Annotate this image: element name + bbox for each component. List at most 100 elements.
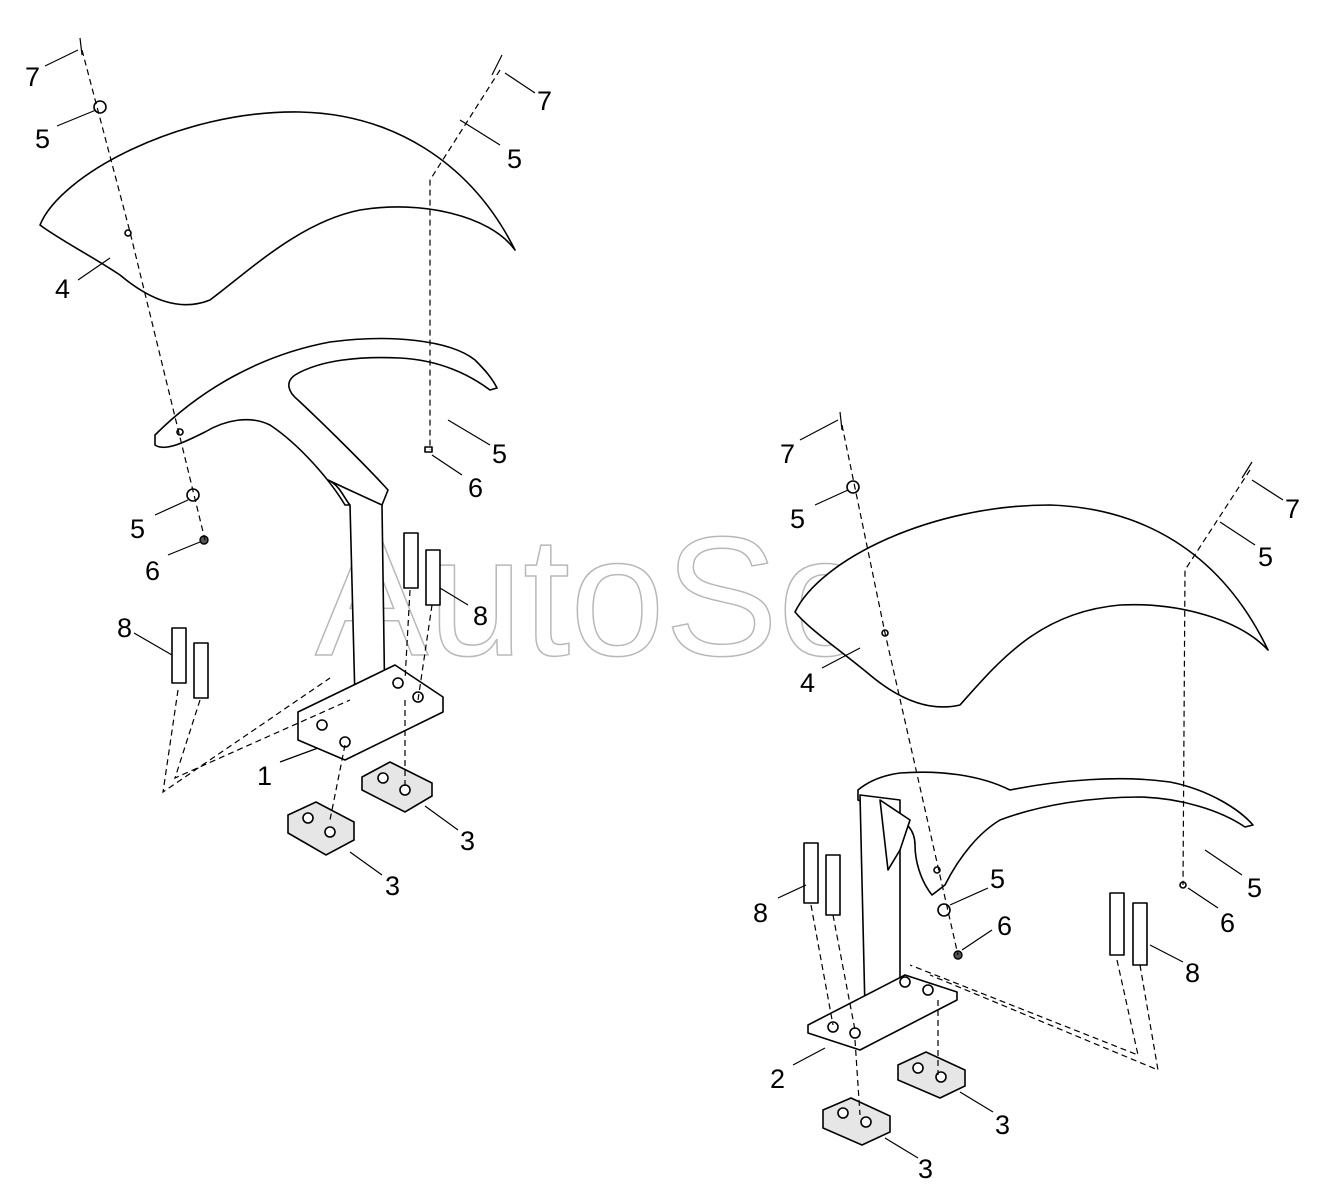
right-screw-7a xyxy=(839,411,843,431)
right-leader-5a xyxy=(814,489,849,506)
callout-right-5c: 5 xyxy=(1247,873,1262,903)
left-leader-5c xyxy=(447,419,491,446)
right-fender-panel xyxy=(794,504,1269,708)
left-base-hole-3 xyxy=(392,677,404,689)
left-support-post xyxy=(327,479,386,716)
callout-right-5d: 5 xyxy=(990,864,1005,894)
right-spacer-hole-4 xyxy=(860,1116,872,1128)
right-base-hole-3 xyxy=(899,976,911,988)
callout-left-5a: 5 xyxy=(35,124,50,154)
left-bracket-arm xyxy=(154,337,498,506)
right-assembly-line-4 xyxy=(909,959,1159,1071)
right-assembly-line-3 xyxy=(810,904,856,1031)
left-leader-3b xyxy=(349,851,383,876)
right-assembly-line-1 xyxy=(841,424,959,956)
left-leader-5b xyxy=(459,119,501,146)
callout-right-7b: 7 xyxy=(1285,494,1300,524)
right-base-hole-4 xyxy=(922,984,934,996)
right-leader-3a xyxy=(959,1091,994,1113)
left-leader-8a xyxy=(133,632,173,656)
left-spacer-hole-3 xyxy=(302,812,314,824)
left-leader-5d xyxy=(154,499,189,516)
left-assembly: 7 5 7 5 4 5 6 5 6 8 8 1 3 3 xyxy=(25,37,552,901)
right-base-plate xyxy=(807,974,958,1051)
callout-right-6b: 6 xyxy=(1220,908,1235,938)
left-leader-3a xyxy=(424,805,459,831)
callout-left-3b: 3 xyxy=(385,871,400,901)
right-bolt-b xyxy=(825,854,841,916)
right-leader-8a xyxy=(777,884,807,899)
right-leader-6b xyxy=(1187,887,1219,909)
callout-right-3a: 3 xyxy=(995,1110,1010,1140)
callout-left-5d: 5 xyxy=(130,514,145,544)
right-leader-6a xyxy=(961,929,993,951)
callout-right-5a: 5 xyxy=(790,504,805,534)
right-washer-5a xyxy=(846,480,860,494)
left-bolt-b xyxy=(425,549,441,606)
left-assembly-line-3 xyxy=(404,589,433,701)
left-assembly-line-5 xyxy=(329,700,406,821)
right-bolt-a xyxy=(803,842,819,904)
right-base-hole-1 xyxy=(827,1021,839,1033)
callout-right-6a: 6 xyxy=(997,911,1012,941)
right-spacer-block-lower xyxy=(822,1097,891,1146)
left-leader-6a xyxy=(167,541,201,556)
right-leader-4 xyxy=(821,647,861,669)
left-spacer-hole-4 xyxy=(324,826,336,838)
left-spacer-block-lower xyxy=(287,801,355,856)
callout-right-5b: 5 xyxy=(1258,542,1273,572)
left-base-plate xyxy=(297,664,444,761)
right-spacer-hole-1 xyxy=(912,1062,924,1074)
callout-right-4: 4 xyxy=(800,668,815,698)
callout-right-7a: 7 xyxy=(780,439,795,469)
right-assembly: 7 5 7 5 4 5 6 8 5 6 8 2 3 3 xyxy=(753,411,1300,1184)
right-bolt-d xyxy=(1132,902,1148,966)
callout-left-8b: 8 xyxy=(473,601,488,631)
callout-left-8a: 8 xyxy=(117,613,132,643)
left-screw-7b xyxy=(491,54,503,76)
callout-right-3b: 3 xyxy=(918,1154,933,1184)
callout-right-8a: 8 xyxy=(753,898,768,928)
callout-left-7a: 7 xyxy=(25,62,40,92)
right-leader-8b xyxy=(1149,944,1184,963)
right-spacer-block-upper xyxy=(897,1051,966,1099)
right-leader-2 xyxy=(792,1047,826,1066)
left-leader-7a xyxy=(44,49,79,67)
right-base-hole-2 xyxy=(849,1027,861,1039)
callout-left-5b: 5 xyxy=(507,144,522,174)
right-leader-7b xyxy=(1251,479,1284,501)
callout-left-4: 4 xyxy=(55,274,70,304)
right-leader-3b xyxy=(884,1137,919,1159)
right-assembly-line-5 xyxy=(854,1000,939,1116)
left-fender-hole xyxy=(124,229,132,237)
right-leader-5c xyxy=(1204,849,1243,876)
callout-right-8b: 8 xyxy=(1185,958,1200,988)
left-spacer-block-upper xyxy=(361,761,433,813)
left-leader-5a xyxy=(56,109,97,127)
right-post-gusset xyxy=(879,799,911,871)
callout-left-6b: 6 xyxy=(468,473,483,503)
left-spacer-hole-1 xyxy=(377,772,389,784)
left-bolt-d xyxy=(193,642,209,699)
left-assembly-line-2 xyxy=(429,69,501,450)
left-bolt-c xyxy=(171,627,187,684)
left-screw-7a xyxy=(79,37,83,56)
left-leader-8b xyxy=(439,587,469,606)
right-leader-5d xyxy=(949,887,989,906)
left-assembly-line-4 xyxy=(162,677,351,794)
left-base-hole-1 xyxy=(316,719,328,731)
left-leader-1 xyxy=(279,747,319,763)
callout-left-3a: 3 xyxy=(460,826,475,856)
callout-right-2: 2 xyxy=(770,1064,785,1094)
left-bolt-a xyxy=(403,532,419,589)
left-spacer-hole-2 xyxy=(399,784,411,796)
right-leader-5b xyxy=(1219,521,1256,546)
right-spacer-hole-3 xyxy=(837,1107,849,1119)
callout-left-7b: 7 xyxy=(537,86,552,116)
left-assembly-line-1 xyxy=(81,49,206,541)
left-fender-panel xyxy=(39,111,516,306)
right-bracket-arm xyxy=(857,771,1254,896)
left-washer-5a xyxy=(93,100,107,114)
